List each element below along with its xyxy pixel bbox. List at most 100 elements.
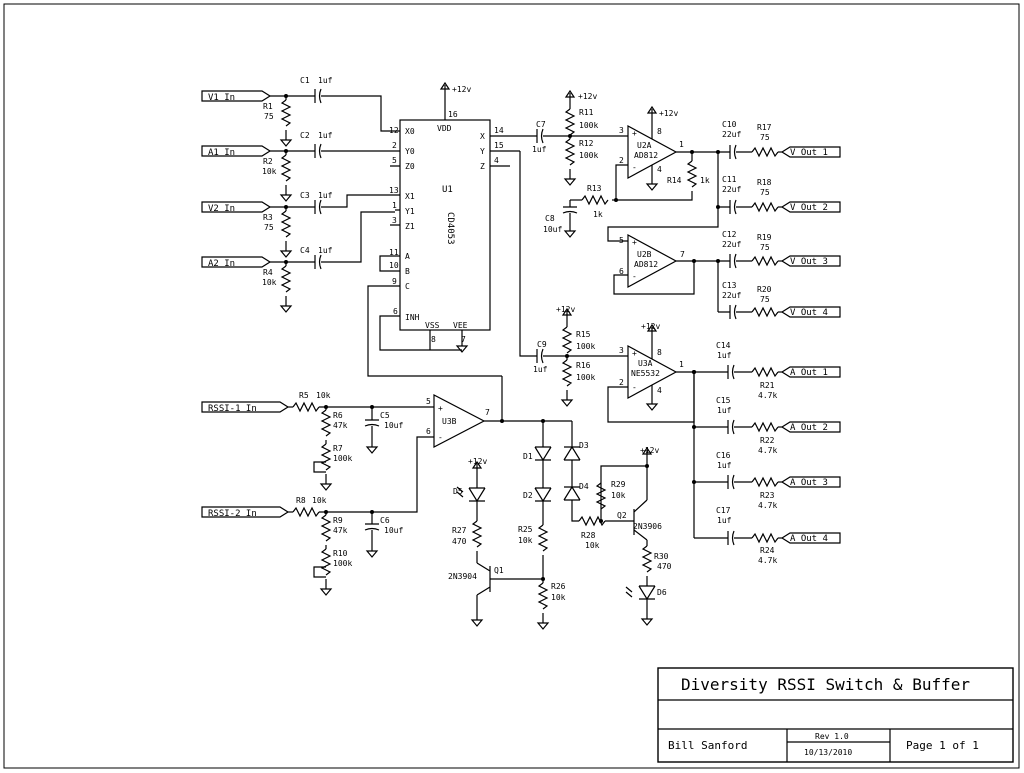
svg-text:4.7k: 4.7k — [758, 391, 777, 400]
svg-text:1: 1 — [679, 360, 684, 369]
svg-text:D4: D4 — [579, 482, 589, 491]
port-label: A1 In — [208, 148, 235, 158]
svg-text:10: 10 — [389, 261, 399, 270]
svg-text:V Out 3: V Out 3 — [790, 257, 828, 267]
svg-text:3: 3 — [619, 126, 624, 135]
svg-text:+12v: +12v — [659, 109, 678, 118]
svg-text:3: 3 — [619, 346, 624, 355]
svg-text:14: 14 — [494, 126, 504, 135]
svg-text:D3: D3 — [579, 441, 589, 450]
svg-text:100k: 100k — [576, 373, 595, 382]
svg-text:R8: R8 — [296, 496, 306, 505]
r15: +12v R15 100k — [556, 305, 595, 357]
svg-text:1uf: 1uf — [318, 246, 333, 255]
svg-text:470: 470 — [452, 537, 467, 546]
svg-text:Y: Y — [480, 147, 485, 156]
svg-text:10k: 10k — [316, 391, 331, 400]
svg-text:R9: R9 — [333, 516, 343, 525]
svg-text:R19: R19 — [757, 233, 772, 242]
svg-text:10k: 10k — [611, 491, 626, 500]
svg-text:Z0: Z0 — [405, 162, 415, 171]
svg-text:4.7k: 4.7k — [758, 501, 777, 510]
svg-text:R5: R5 — [299, 391, 309, 400]
svg-text:R18: R18 — [757, 178, 772, 187]
svg-text:1uf: 1uf — [717, 516, 732, 525]
svg-text:U2A: U2A — [637, 141, 652, 150]
svg-text:R7: R7 — [333, 444, 343, 453]
svg-text:R20: R20 — [757, 285, 772, 294]
title-block: Diversity RSSI Switch & Buffer Bill Sanf… — [657, 667, 1014, 763]
svg-text:R12: R12 — [579, 139, 594, 148]
svg-text:VDD: VDD — [437, 124, 452, 133]
svg-text:75: 75 — [760, 133, 770, 142]
svg-text:R17: R17 — [757, 123, 772, 132]
svg-text:V Out 1: V Out 1 — [790, 148, 828, 158]
c4: C4 1uf — [300, 211, 395, 270]
svg-text:100k: 100k — [576, 342, 595, 351]
svg-text:12: 12 — [389, 126, 399, 135]
svg-text:4.7k: 4.7k — [758, 556, 777, 565]
u1-cd4053: U1 CD4053 X0 Y0 Z0 X1 Y1 Z1 A B C INH VS… — [367, 82, 530, 377]
svg-text:8: 8 — [657, 127, 662, 136]
svg-text:A Out 3: A Out 3 — [790, 478, 828, 488]
svg-text:U2B: U2B — [637, 250, 652, 259]
svg-text:10uf: 10uf — [384, 421, 403, 430]
svg-text:+: + — [438, 404, 443, 413]
svg-text:R25: R25 — [518, 525, 533, 534]
svg-text:C8: C8 — [545, 214, 555, 223]
svg-text:+12v: +12v — [556, 305, 575, 314]
svg-text:R1: R1 — [263, 102, 273, 111]
input-a2: A2 In — [201, 256, 310, 269]
svg-text:R24: R24 — [760, 546, 775, 555]
svg-text:R30: R30 — [654, 552, 669, 561]
svg-text:V Out 4: V Out 4 — [790, 308, 828, 318]
svg-text:1uf: 1uf — [717, 406, 732, 415]
svg-text:RSSI-1 In: RSSI-1 In — [208, 404, 257, 414]
svg-text:75: 75 — [760, 295, 770, 304]
svg-text:NE5532: NE5532 — [631, 369, 660, 378]
svg-text:-: - — [632, 272, 637, 281]
svg-text:B: B — [405, 267, 410, 276]
svg-text:+12v: +12v — [468, 457, 487, 466]
svg-text:1uf: 1uf — [533, 365, 548, 374]
svg-text:6: 6 — [426, 427, 431, 436]
svg-text:C4: C4 — [300, 246, 310, 255]
svg-text:R15: R15 — [576, 330, 591, 339]
svg-text:VSS: VSS — [425, 321, 440, 330]
svg-text:-: - — [632, 163, 637, 172]
port-label: V2 In — [208, 204, 235, 214]
svg-text:C14: C14 — [716, 341, 731, 350]
svg-text:R2: R2 — [263, 157, 273, 166]
svg-text:X0: X0 — [405, 127, 415, 136]
input-a1: A1 In — [201, 145, 310, 158]
svg-text:R10: R10 — [333, 549, 348, 558]
revision: Rev 1.0 — [815, 732, 849, 741]
svg-text:4: 4 — [657, 386, 662, 395]
svg-text:10k: 10k — [585, 541, 600, 550]
svg-text:C3: C3 — [300, 191, 310, 200]
svg-text:9: 9 — [392, 277, 397, 286]
svg-text:C16: C16 — [716, 451, 731, 460]
svg-text:+: + — [632, 238, 637, 247]
input-v1: V1 In — [201, 90, 310, 103]
svg-text:6: 6 — [619, 267, 624, 276]
svg-text:Z1: Z1 — [405, 222, 415, 231]
svg-text:47k: 47k — [333, 421, 348, 430]
svg-text:3: 3 — [392, 216, 397, 225]
svg-text:1: 1 — [392, 201, 397, 210]
u3a-ne5532: +- U3A NE5532 3 2 1 8 4 +12v — [607, 322, 696, 538]
